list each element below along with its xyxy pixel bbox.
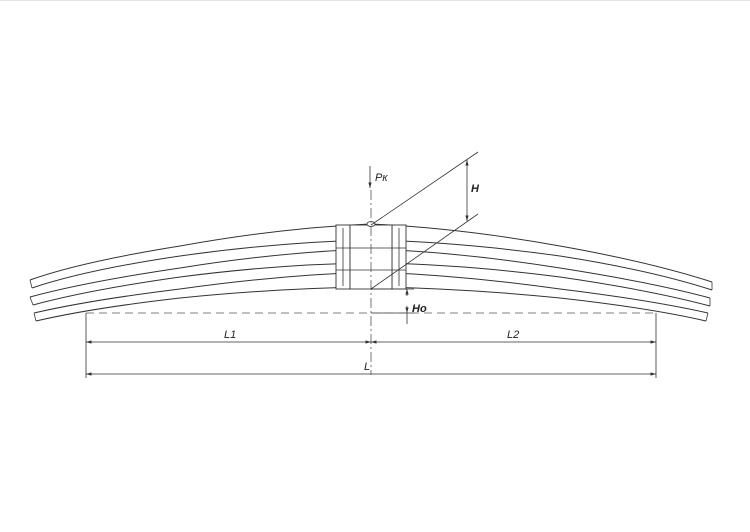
length-right-label: L2 <box>507 329 519 341</box>
length-left-label: L1 <box>224 329 236 341</box>
length-total-label: L <box>364 361 370 373</box>
construction-line-lower <box>370 213 479 290</box>
construction-line-upper <box>370 151 479 226</box>
dimension-l1: L1 <box>86 329 371 344</box>
dimension-l2: L2 <box>371 329 656 344</box>
dimension-ho: Ho <box>371 288 427 324</box>
height-label: H <box>471 183 480 195</box>
dimension-l: L <box>86 361 656 376</box>
load-label: Pк <box>375 172 388 184</box>
center-clamp <box>335 221 407 290</box>
top-border <box>0 0 750 1</box>
height-zero-label: Ho <box>412 303 427 315</box>
dimension-h: H <box>465 160 480 221</box>
